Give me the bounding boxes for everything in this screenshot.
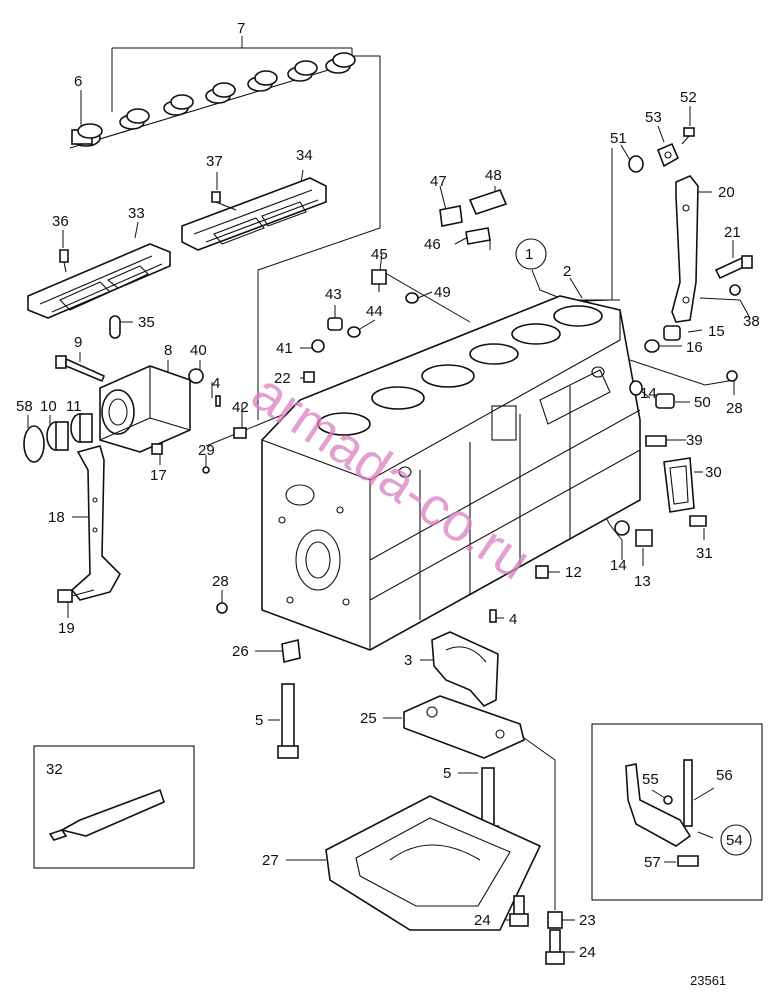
callout-4: 4 — [212, 375, 220, 392]
callout-36: 36 — [52, 213, 69, 230]
callout-58: 58 — [16, 398, 33, 415]
rocker-56-57 — [625, 759, 699, 867]
callout-51: 51 — [610, 130, 627, 147]
callout-38: 38 — [743, 313, 760, 330]
callout-37: 37 — [206, 153, 223, 170]
callout-41: 41 — [276, 340, 293, 357]
callout-2: 2 — [563, 263, 571, 280]
callout-4: 4 — [509, 611, 517, 628]
callout-15: 15 — [708, 323, 725, 340]
callout-23: 23 — [579, 912, 596, 929]
bracket-18 — [70, 445, 121, 601]
camshaft-bushings — [69, 52, 356, 149]
inset-box-32 — [33, 745, 195, 869]
callout-1: 1 — [525, 246, 533, 263]
callout-39: 39 — [686, 432, 703, 449]
bolt-21 — [714, 255, 753, 280]
callout-22: 22 — [274, 370, 291, 387]
callout-25: 25 — [360, 710, 377, 727]
callout-10: 10 — [40, 398, 57, 415]
callout-56: 56 — [716, 767, 733, 784]
callout-circle-1 — [515, 238, 547, 270]
sealant-tube-32 — [48, 788, 165, 841]
callout-43: 43 — [325, 286, 342, 303]
callout-20: 20 — [718, 184, 735, 201]
bolts-5 — [277, 683, 499, 839]
bolt-19 — [57, 589, 95, 603]
callout-8: 8 — [164, 342, 172, 359]
callout-50: 50 — [694, 394, 711, 411]
callout-11: 11 — [66, 398, 82, 415]
cylinder-block — [261, 295, 641, 651]
callout-33: 33 — [128, 205, 145, 222]
callout-52: 52 — [680, 89, 697, 106]
callout-13: 13 — [634, 573, 651, 590]
callout-26: 26 — [232, 643, 249, 660]
leader-lines — [27, 36, 751, 953]
callout-28: 28 — [726, 400, 743, 417]
callout-44: 44 — [366, 303, 383, 320]
callout-30: 30 — [705, 464, 722, 481]
callout-17: 17 — [150, 467, 167, 484]
callout-12: 12 — [565, 564, 582, 581]
callout-3: 3 — [404, 652, 412, 669]
callout-53: 53 — [645, 109, 662, 126]
main-bearing-cap-3 — [431, 631, 499, 707]
callout-18: 18 — [48, 509, 65, 526]
callout-55: 55 — [642, 771, 659, 788]
callout-24: 24 — [474, 912, 491, 929]
callout-5: 5 — [443, 765, 451, 782]
callout-42: 42 — [232, 399, 249, 416]
plate-25 — [403, 695, 525, 759]
callout-5: 5 — [255, 712, 263, 729]
small-parts-right — [489, 127, 741, 623]
callout-27: 27 — [262, 852, 279, 869]
bolts-23-24 — [509, 895, 565, 965]
callout-28: 28 — [212, 573, 229, 590]
callout-21: 21 — [724, 224, 741, 241]
frame-27 — [325, 795, 542, 931]
callout-48: 48 — [485, 167, 502, 184]
side-cover-34 — [181, 177, 327, 251]
callout-14: 14 — [610, 557, 627, 574]
callout-35: 35 — [138, 314, 155, 331]
callout-7: 7 — [237, 20, 245, 37]
callout-45: 45 — [371, 246, 388, 263]
callout-24: 24 — [579, 944, 596, 961]
callout-54: 54 — [726, 832, 743, 849]
callout-57: 57 — [644, 854, 661, 871]
callout-47: 47 — [430, 173, 447, 190]
inset-box-54 — [591, 723, 763, 901]
callout-40: 40 — [190, 342, 207, 359]
callout-46: 46 — [424, 236, 441, 253]
callout-29: 29 — [198, 442, 215, 459]
callout-34: 34 — [296, 147, 313, 164]
callout-49: 49 — [434, 284, 451, 301]
sensors-45-48 — [151, 189, 508, 614]
callout-16: 16 — [686, 339, 703, 356]
bracket-26 — [281, 639, 301, 663]
rings-58-10-11 — [23, 413, 93, 463]
figure-reference: 23561 — [690, 973, 726, 988]
callout-labels: 1 2 3 4 4 5 5 6 7 8 9 10 11 12 13 14 14 … — [16, 20, 760, 961]
side-cover-33 — [27, 243, 171, 319]
callout-14: 14 — [640, 385, 657, 402]
callout-32: 32 — [46, 761, 63, 778]
bolts-36-37 — [59, 191, 237, 273]
callout-9: 9 — [74, 334, 82, 351]
callout-31: 31 — [696, 545, 713, 562]
housing-8 — [99, 365, 191, 453]
bracket-20 — [671, 175, 699, 323]
callout-6: 6 — [74, 73, 82, 90]
bolt-9 — [55, 355, 106, 383]
callout-circle-54 — [720, 824, 752, 856]
callout-19: 19 — [58, 620, 75, 637]
o-ring-35 — [109, 315, 121, 339]
